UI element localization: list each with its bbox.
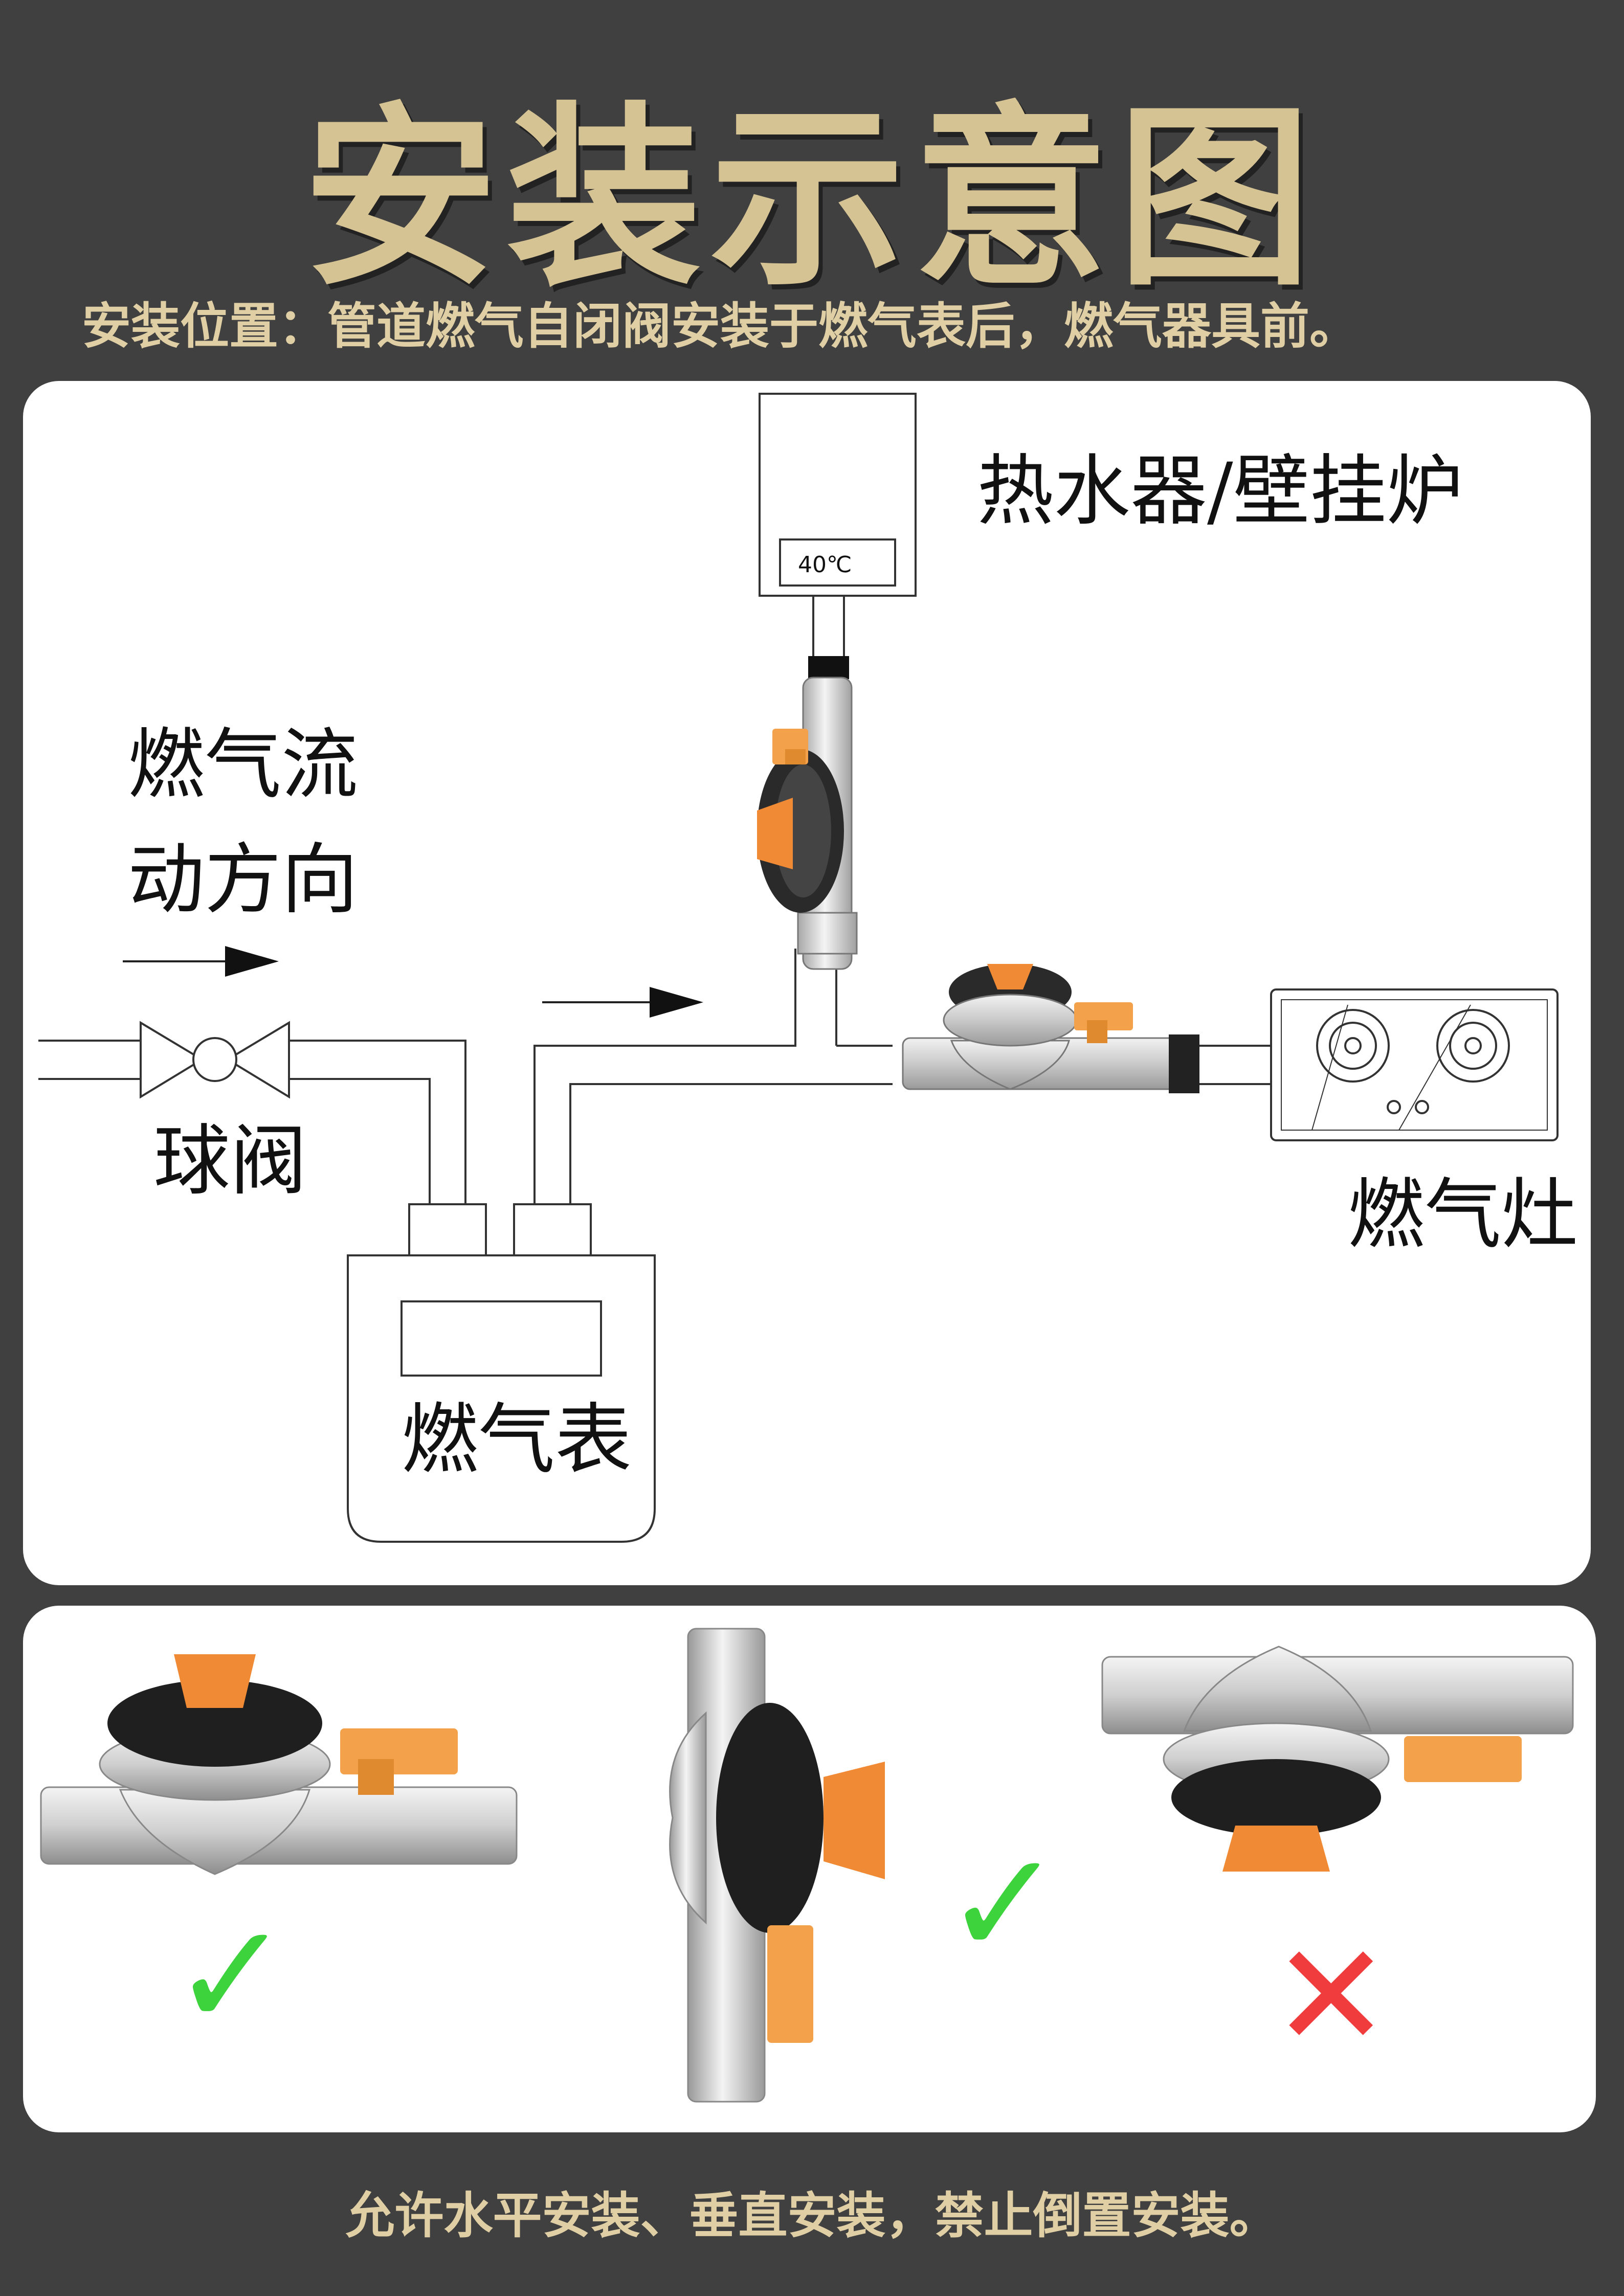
heater-display: 40℃ xyxy=(798,552,852,578)
check-mark-horizontal: ✓ xyxy=(171,1893,292,2059)
check-mark-vertical: ✓ xyxy=(944,1821,1064,1988)
orientation-illustrations: ✓ ✓ ✕ xyxy=(40,1628,1574,2103)
self-closing-valve-horizontal xyxy=(902,964,1199,1093)
flow-direction-label-line1: 燃气流 xyxy=(128,721,359,809)
install-location-text: 安装位置：管道燃气自闭阀安装于燃气表后，燃气器具前。 xyxy=(82,298,1359,355)
gas-stove-icon xyxy=(1270,988,1559,1141)
valve-vertical-illustration xyxy=(669,1628,885,2103)
page-title: 安装示意图 xyxy=(303,85,1321,312)
water-heater-icon xyxy=(759,393,917,597)
flow-direction-arrow-left xyxy=(123,946,279,977)
heater-label: 热水器/壁挂炉 xyxy=(977,447,1463,536)
ball-valve-label: 球阀 xyxy=(153,1117,307,1206)
valve-inverted-illustration xyxy=(1101,1646,1574,1872)
self-closing-valve-vertical xyxy=(757,656,858,970)
valve-horizontal-illustration xyxy=(40,1654,518,1875)
ball-valve-icon xyxy=(140,1021,290,1099)
cross-mark-inverted: ✕ xyxy=(1271,1913,1391,2080)
orientation-note: 允许水平安装、垂直安装，禁止倒置安装。 xyxy=(345,2187,1279,2244)
gas-meter-icon xyxy=(347,1254,656,1543)
gas-meter-label: 燃气表 xyxy=(402,1395,632,1484)
installation-diagram-panel: 热水器/壁挂炉 40℃ 燃气流 动方向 球阀 燃气表 燃气灶 xyxy=(23,381,1591,1585)
orientation-panel: ✓ ✓ ✕ xyxy=(23,1606,1596,2132)
flow-direction-label-line2: 动方向 xyxy=(128,836,359,925)
installation-diagram xyxy=(38,393,1559,1543)
gas-stove-label: 燃气灶 xyxy=(1348,1170,1578,1259)
flow-direction-arrow-right xyxy=(542,987,703,1018)
